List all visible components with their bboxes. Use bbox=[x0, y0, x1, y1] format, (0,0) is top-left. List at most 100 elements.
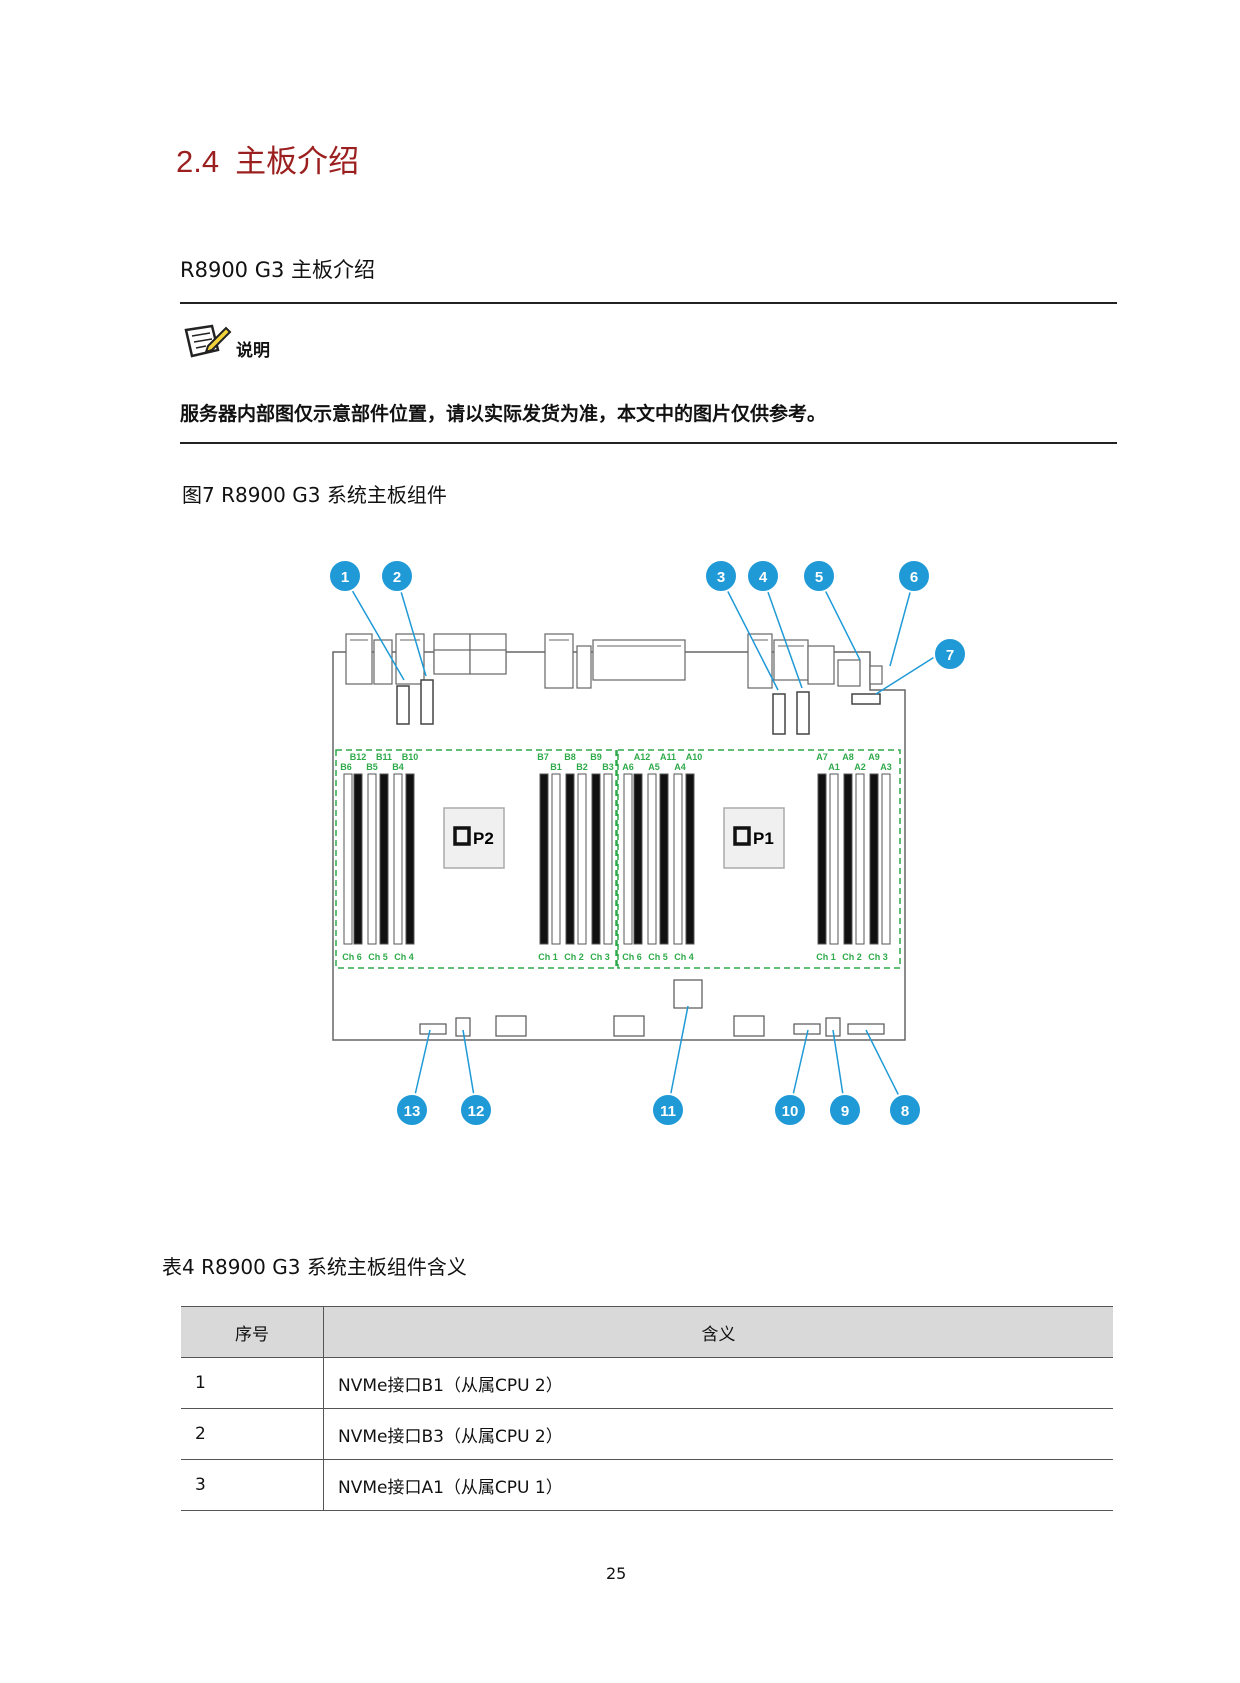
processor-label: P2 bbox=[473, 829, 494, 848]
processor-p2: P2 bbox=[443, 807, 505, 869]
callout-number: 9 bbox=[841, 1103, 849, 1120]
slot-label: B4 bbox=[392, 762, 404, 772]
table-row: 1 NVMe接口B1（从属CPU 2） bbox=[181, 1357, 1113, 1409]
channel-label: Ch 4 bbox=[674, 952, 694, 962]
section-title-text: 主板介绍 bbox=[235, 144, 360, 180]
dimm-group-p1-left bbox=[623, 773, 695, 945]
callout-circle bbox=[773, 1093, 807, 1127]
channel-label: Ch 4 bbox=[394, 952, 414, 962]
slot-label: A7 bbox=[816, 752, 828, 762]
callout-circles bbox=[328, 559, 967, 1127]
callout-number: 11 bbox=[660, 1103, 676, 1120]
slot-label: B9 bbox=[590, 752, 602, 762]
channel-label: Ch 3 bbox=[590, 952, 610, 962]
callout-number: 12 bbox=[468, 1103, 485, 1120]
callout-leaders bbox=[344, 577, 937, 1109]
note-text: 服务器内部图仅示意部件位置，请以实际发货为准，本文中的图片仅供参考。 bbox=[180, 403, 827, 425]
slot-label: B3 bbox=[602, 762, 614, 772]
slot-label: A8 bbox=[842, 752, 854, 762]
slot-label: A9 bbox=[868, 752, 880, 762]
callout-number: 13 bbox=[404, 1103, 421, 1120]
slot-label: B7 bbox=[537, 752, 549, 762]
channel-label: Ch 6 bbox=[342, 952, 362, 962]
note-pencil-icon bbox=[184, 324, 232, 358]
cpu-chip-icon bbox=[733, 826, 751, 846]
callout-numbers: 1 2 3 4 5 6 7 8 9 10 11 12 13 bbox=[341, 569, 954, 1120]
slot-label: B12 bbox=[350, 752, 367, 762]
dimm-slots bbox=[343, 773, 891, 945]
dimm-group-p2-left bbox=[343, 773, 415, 945]
table-cell: 2 bbox=[181, 1408, 324, 1460]
page-number: 25 bbox=[606, 1564, 627, 1583]
callout-circle bbox=[746, 559, 780, 593]
slot-label: B1 bbox=[550, 762, 562, 772]
table-row: 3 NVMe接口A1（从属CPU 1） bbox=[181, 1459, 1113, 1511]
callout-number: 2 bbox=[393, 569, 401, 586]
callout-number: 7 bbox=[946, 647, 954, 664]
callout-circle bbox=[802, 559, 836, 593]
note-top-rule bbox=[180, 302, 1117, 304]
note-bottom-rule bbox=[180, 442, 1117, 444]
callout-circle bbox=[897, 559, 931, 593]
callout-circle bbox=[888, 1093, 922, 1127]
callout-number: 8 bbox=[901, 1103, 909, 1120]
cpu-chip-icon bbox=[453, 826, 471, 846]
table-row: 2 NVMe接口B3（从属CPU 2） bbox=[181, 1408, 1113, 1460]
table-cell: NVMe接口A1（从属CPU 1） bbox=[323, 1459, 1113, 1511]
callout-number: 3 bbox=[717, 569, 725, 586]
dimm-group-p1-right bbox=[817, 773, 891, 945]
slot-label: A6 bbox=[622, 762, 634, 772]
callout-number: 1 bbox=[341, 569, 349, 586]
processor-p1: P1 bbox=[723, 807, 785, 869]
channel-label: Ch 6 bbox=[622, 952, 642, 962]
callout-circle bbox=[328, 559, 362, 593]
slot-label: A1 bbox=[828, 762, 840, 772]
table-cell: 3 bbox=[181, 1459, 324, 1511]
processor-label: P1 bbox=[753, 829, 774, 848]
subtitle: R8900 G3 主板介绍 bbox=[180, 258, 376, 282]
callout-circle bbox=[380, 559, 414, 593]
table-caption: 表4 R8900 G3 系统主板组件含义 bbox=[162, 1255, 467, 1279]
channel-labels: Ch 6 Ch 5 Ch 4 Ch 1 Ch 2 Ch 3 Ch 6 Ch 5 … bbox=[342, 952, 888, 962]
table-cell: NVMe接口B3（从属CPU 2） bbox=[323, 1408, 1113, 1460]
callout-number: 4 bbox=[759, 569, 768, 586]
slot-label: A12 bbox=[634, 752, 651, 762]
components-table: 序号 含义 1 NVMe接口B1（从属CPU 2） 2 NVMe接口B3（从属C… bbox=[181, 1306, 1113, 1511]
callout-circle bbox=[704, 559, 738, 593]
column-header: 含义 bbox=[323, 1306, 1113, 1358]
channel-label: Ch 5 bbox=[368, 952, 388, 962]
slot-label: A2 bbox=[854, 762, 866, 772]
rear-connectors bbox=[345, 633, 883, 689]
column-header: 序号 bbox=[181, 1306, 324, 1358]
callout-circle bbox=[933, 637, 967, 671]
channel-label: Ch 2 bbox=[842, 952, 862, 962]
slot-labels: B12 B11 B10 B6 B5 B4 B7 B8 B9 B1 B2 B3 A… bbox=[340, 752, 892, 772]
slot-label: A5 bbox=[648, 762, 660, 772]
channel-label: Ch 1 bbox=[816, 952, 836, 962]
slot-label: B6 bbox=[340, 762, 352, 772]
callout-circle bbox=[651, 1093, 685, 1127]
callout-number: 5 bbox=[815, 569, 823, 586]
table-header-row: 序号 含义 bbox=[181, 1306, 1113, 1358]
bottom-components bbox=[419, 979, 885, 1037]
slot-label: B2 bbox=[576, 762, 588, 772]
figure-caption: 图7 R8900 G3 系统主板组件 bbox=[182, 483, 447, 507]
board-outline bbox=[332, 651, 906, 1041]
rear-connector-pins bbox=[350, 639, 804, 647]
channel-label: Ch 3 bbox=[868, 952, 888, 962]
slot-label: B11 bbox=[376, 752, 392, 762]
dimm-group-p2-right bbox=[539, 773, 613, 945]
slot-label: B10 bbox=[402, 752, 419, 762]
dimm-frames bbox=[335, 749, 901, 969]
callout-circle bbox=[459, 1093, 493, 1127]
slot-label: A11 bbox=[660, 752, 676, 762]
slot-label: A4 bbox=[674, 762, 686, 772]
channel-label: Ch 1 bbox=[538, 952, 558, 962]
table-cell: 1 bbox=[181, 1357, 324, 1409]
slot-label: B5 bbox=[366, 762, 378, 772]
callout-circle bbox=[828, 1093, 862, 1127]
slot-label: B8 bbox=[564, 752, 576, 762]
channel-label: Ch 2 bbox=[564, 952, 584, 962]
note-label: 说明 bbox=[236, 341, 270, 361]
